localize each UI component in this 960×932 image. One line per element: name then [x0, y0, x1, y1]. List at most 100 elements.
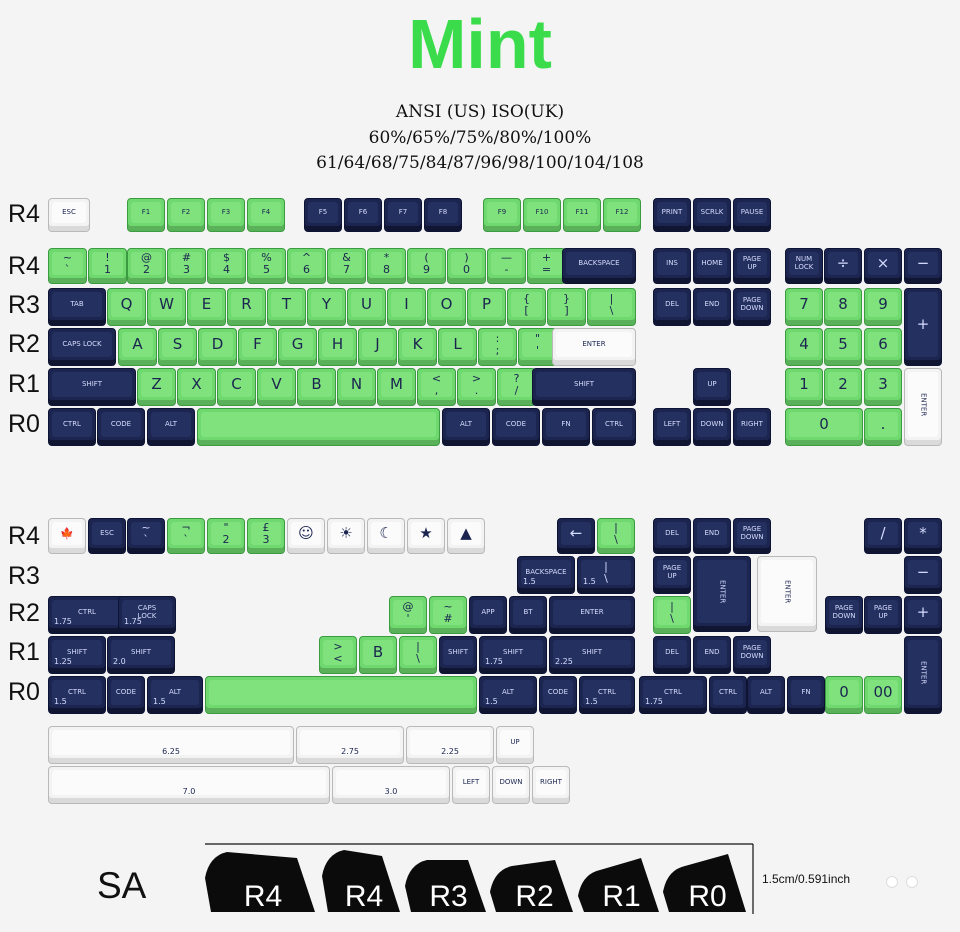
keycap-legend: 7	[789, 292, 819, 317]
keycap: SHIFT	[532, 368, 636, 406]
keycap-legend: ESC	[92, 522, 122, 545]
keycap-legend: END	[697, 522, 727, 545]
keycap-legend: Q	[111, 292, 142, 317]
keycap: V	[257, 368, 296, 406]
keycap: ! 1	[88, 248, 127, 284]
keycap-legend: 00	[868, 680, 898, 705]
keycap: HOME	[693, 248, 731, 284]
keycap: ~ `	[127, 518, 165, 554]
keycap: LEFT	[653, 408, 691, 446]
keycap: ALT	[147, 408, 195, 446]
keycap-unit-size: 2.25	[555, 657, 573, 666]
keycap-legend: ×	[868, 252, 898, 275]
keycap-legend: −	[908, 252, 938, 275]
keycap-legend: F6	[348, 202, 378, 223]
keycap: SCRLK	[693, 198, 731, 232]
keycap: 2.25	[406, 726, 494, 764]
keycap: UP	[496, 726, 534, 764]
keycap: CTRL	[48, 408, 96, 446]
keycap: ★	[407, 518, 445, 554]
row-label: R0	[8, 410, 40, 438]
keycap-legend: F12	[607, 202, 637, 223]
keycap: 3	[864, 368, 902, 406]
keycap: /	[864, 518, 902, 554]
keycap-legend: ALT	[151, 680, 199, 705]
keycap: ^ 6	[287, 248, 326, 284]
keycap: F7	[384, 198, 422, 232]
keycap-legend: SHIFT	[553, 640, 631, 665]
keycap-legend: H	[322, 332, 353, 357]
keycap: BT	[509, 596, 547, 634]
keycap: | \	[653, 596, 691, 634]
keycap-legend: ▲	[451, 522, 481, 545]
keycap-legend: ALT	[751, 680, 781, 705]
keycap: −	[904, 556, 942, 594]
keycap: PAGE UP	[864, 596, 902, 634]
keycap-legend: > <	[323, 640, 353, 665]
keycap-legend	[410, 730, 490, 755]
row-label: R1	[8, 370, 40, 398]
keycap-legend: CAPS LOCK	[52, 332, 112, 357]
size-percentages: 60%/65%/75%/80%/100%	[368, 128, 592, 148]
keycap-legend: CODE	[101, 412, 141, 437]
keycap-legend: PAGE UP	[737, 252, 767, 275]
keycap-legend: CODE	[496, 412, 536, 437]
profile-name: SA	[97, 865, 147, 906]
keycap-legend: : ;	[482, 332, 513, 357]
keycap-legend: ¬ `	[171, 522, 201, 545]
keycap-legend: BACKSPACE	[566, 252, 632, 275]
keycap: RIGHT	[532, 766, 570, 804]
keycap: Z	[137, 368, 176, 406]
keycap-legend: PAUSE	[737, 202, 767, 223]
keycap-legend: S	[162, 332, 193, 357]
keycap-unit-size: 2.0	[113, 657, 126, 666]
keycap: X	[177, 368, 216, 406]
keycap-legend: ^ 6	[291, 252, 322, 275]
keycap: 🍁	[48, 518, 86, 554]
keycap: 7	[785, 288, 823, 326]
keycap-legend: /	[868, 522, 898, 545]
keycap-legend: F4	[251, 202, 281, 223]
keycap-legend: 0	[829, 680, 859, 705]
keycap: H	[318, 328, 357, 366]
keycap: END	[693, 288, 731, 326]
carousel-dot[interactable]	[886, 876, 898, 888]
profile-height: 1.5cm/0.591inch	[762, 872, 851, 886]
keycap-legend: CTRL	[643, 680, 703, 705]
keycap: ☺	[287, 518, 325, 554]
row-label: R2	[8, 599, 40, 627]
keycap: ¬ `	[167, 518, 205, 554]
keycap-unit-size: 1.5	[54, 697, 67, 706]
keycap: −	[904, 248, 942, 284]
keycap: ENTER	[904, 368, 942, 446]
keycap-legend: | \	[591, 292, 632, 317]
keycap-legend	[300, 730, 400, 755]
profile-row-label: R1	[602, 880, 640, 913]
keycap: ×	[864, 248, 902, 284]
keycap: F5	[304, 198, 342, 232]
keycap-legend: | \	[581, 560, 631, 585]
keycap: | \	[587, 288, 636, 326]
keycap: PAGE UP	[733, 248, 771, 284]
profile-row-label: R4	[244, 880, 282, 913]
keycap-legend: LEFT	[456, 770, 486, 795]
keycap: £ 3	[247, 518, 285, 554]
profile-guide	[205, 843, 754, 914]
keycap: LEFT	[452, 766, 490, 804]
keycap: F6	[344, 198, 382, 232]
keycap: L	[438, 328, 477, 366]
keycap: APP	[469, 596, 507, 634]
keycap: 3.0	[332, 766, 450, 804]
keycap: BACKSPACE	[562, 248, 636, 284]
keycap: 7.0	[48, 766, 330, 804]
keycap-legend: + =	[531, 252, 562, 275]
keycap-legend: " '	[522, 332, 553, 357]
keycap-legend: ENTER	[553, 600, 631, 625]
keycap-legend: F10	[527, 202, 557, 223]
carousel-dot[interactable]	[906, 876, 918, 888]
